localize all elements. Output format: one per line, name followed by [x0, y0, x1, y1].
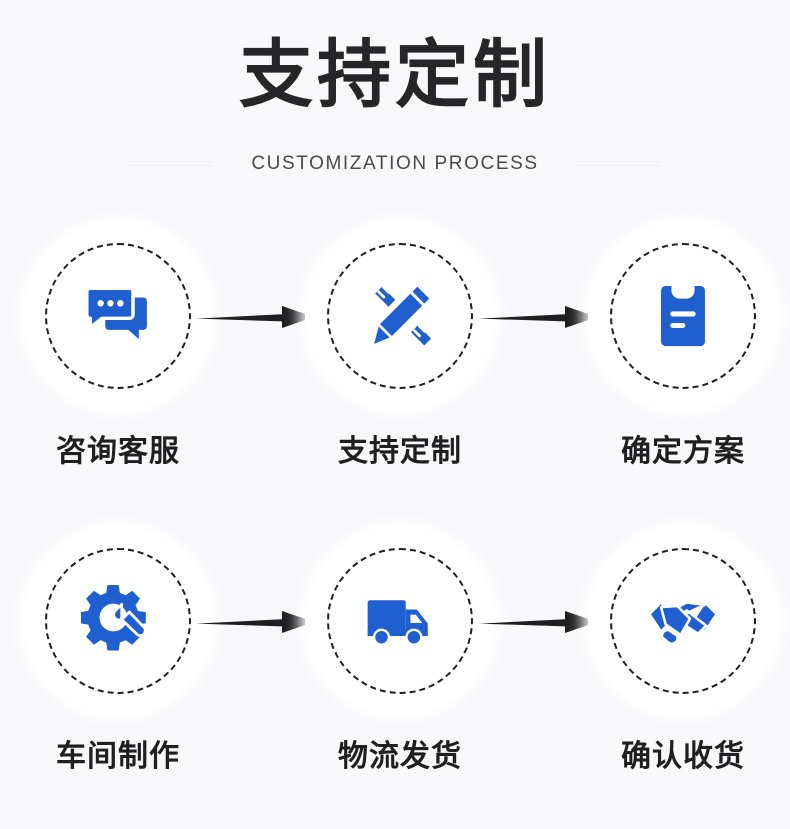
process-step-consult[interactable]: 咨询客服: [20, 218, 216, 470]
step-label: 咨询客服: [56, 435, 180, 468]
decorative-rule-right: [576, 159, 661, 169]
arrow-right-icon: [196, 605, 316, 639]
subtitle-row: CUSTOMIZATION PROCESS: [0, 150, 790, 178]
gear-wrench-icon: [20, 523, 216, 719]
step-label: 支持定制: [338, 435, 462, 468]
badge-dashed-ring: [45, 243, 191, 389]
page-title: 支持定制: [239, 33, 551, 116]
process-step-workshop[interactable]: 车间制作: [20, 523, 216, 775]
process-step-shipping[interactable]: 物流发货: [302, 523, 498, 775]
step-label: 车间制作: [56, 740, 180, 773]
pencil-ruler-icon: [302, 218, 498, 414]
process-step-receipt[interactable]: 确认收货: [585, 523, 781, 775]
badge-dashed-ring: [610, 548, 756, 694]
badge-dashed-ring: [327, 548, 473, 694]
badge-dashed-ring: [610, 243, 756, 389]
step-badge: [302, 523, 498, 719]
badge-dashed-ring: [327, 243, 473, 389]
chat-bubble-icon: [20, 218, 216, 414]
process-step-confirm-plan[interactable]: 确定方案: [585, 218, 781, 470]
step-label: 确定方案: [621, 435, 745, 468]
step-badge: [585, 218, 781, 414]
badge-dashed-ring: [45, 548, 191, 694]
arrow-right-icon: [196, 300, 316, 334]
delivery-truck-icon: [302, 523, 498, 719]
decorative-rule-left: [129, 159, 214, 169]
clipboard-icon: [585, 218, 781, 414]
step-badge: [302, 218, 498, 414]
arrow-right-icon: [479, 300, 599, 334]
handshake-icon: [585, 523, 781, 719]
step-badge: [585, 523, 781, 719]
step-badge: [20, 523, 216, 719]
page-header: 支持定制 CUSTOMIZATION PROCESS: [0, 0, 790, 210]
step-label: 物流发货: [338, 740, 462, 773]
step-badge: [20, 218, 216, 414]
process-step-customize[interactable]: 支持定制: [302, 218, 498, 470]
arrow-right-icon: [479, 605, 599, 639]
step-label: 确认收货: [621, 740, 745, 773]
page-subtitle: CUSTOMIZATION PROCESS: [251, 153, 539, 174]
